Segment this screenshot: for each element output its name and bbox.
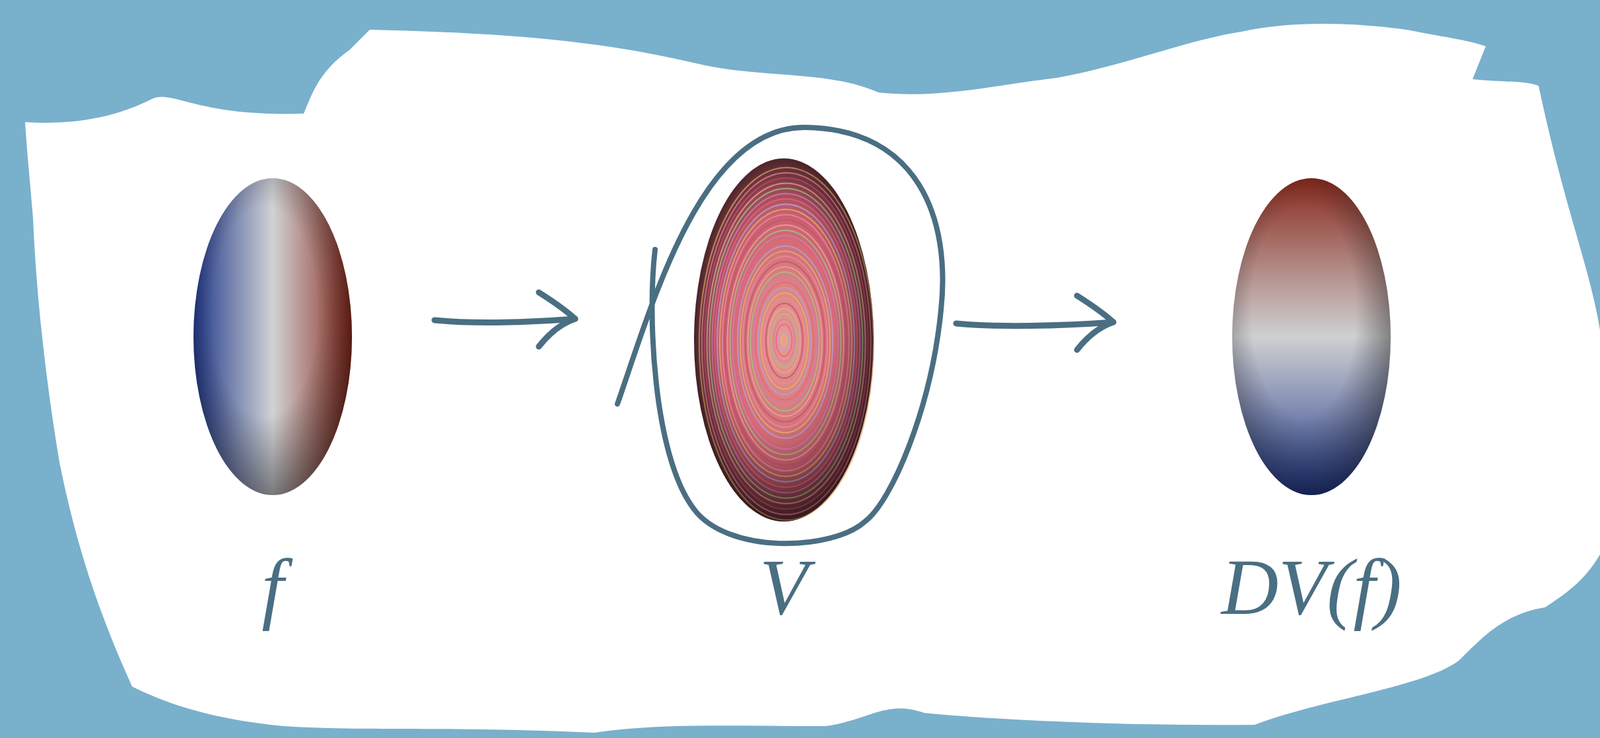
- ellipsoid-node: f: [193, 178, 352, 496]
- node-label: DV(f): [1220, 548, 1402, 628]
- ellipsoid-node: DV(f): [1232, 178, 1391, 496]
- ellipsoid: [694, 158, 874, 522]
- arrow-connector: [434, 292, 576, 347]
- node-label: V: [759, 548, 808, 628]
- ellipsoid: [1232, 178, 1391, 496]
- arrow-connector: [956, 295, 1114, 350]
- node-label: f: [261, 548, 284, 628]
- loop-stroke: [617, 127, 943, 544]
- ellipsoid-node: V: [694, 158, 874, 522]
- paper-sheet: [25, 23, 1600, 733]
- ellipsoid: [193, 178, 352, 496]
